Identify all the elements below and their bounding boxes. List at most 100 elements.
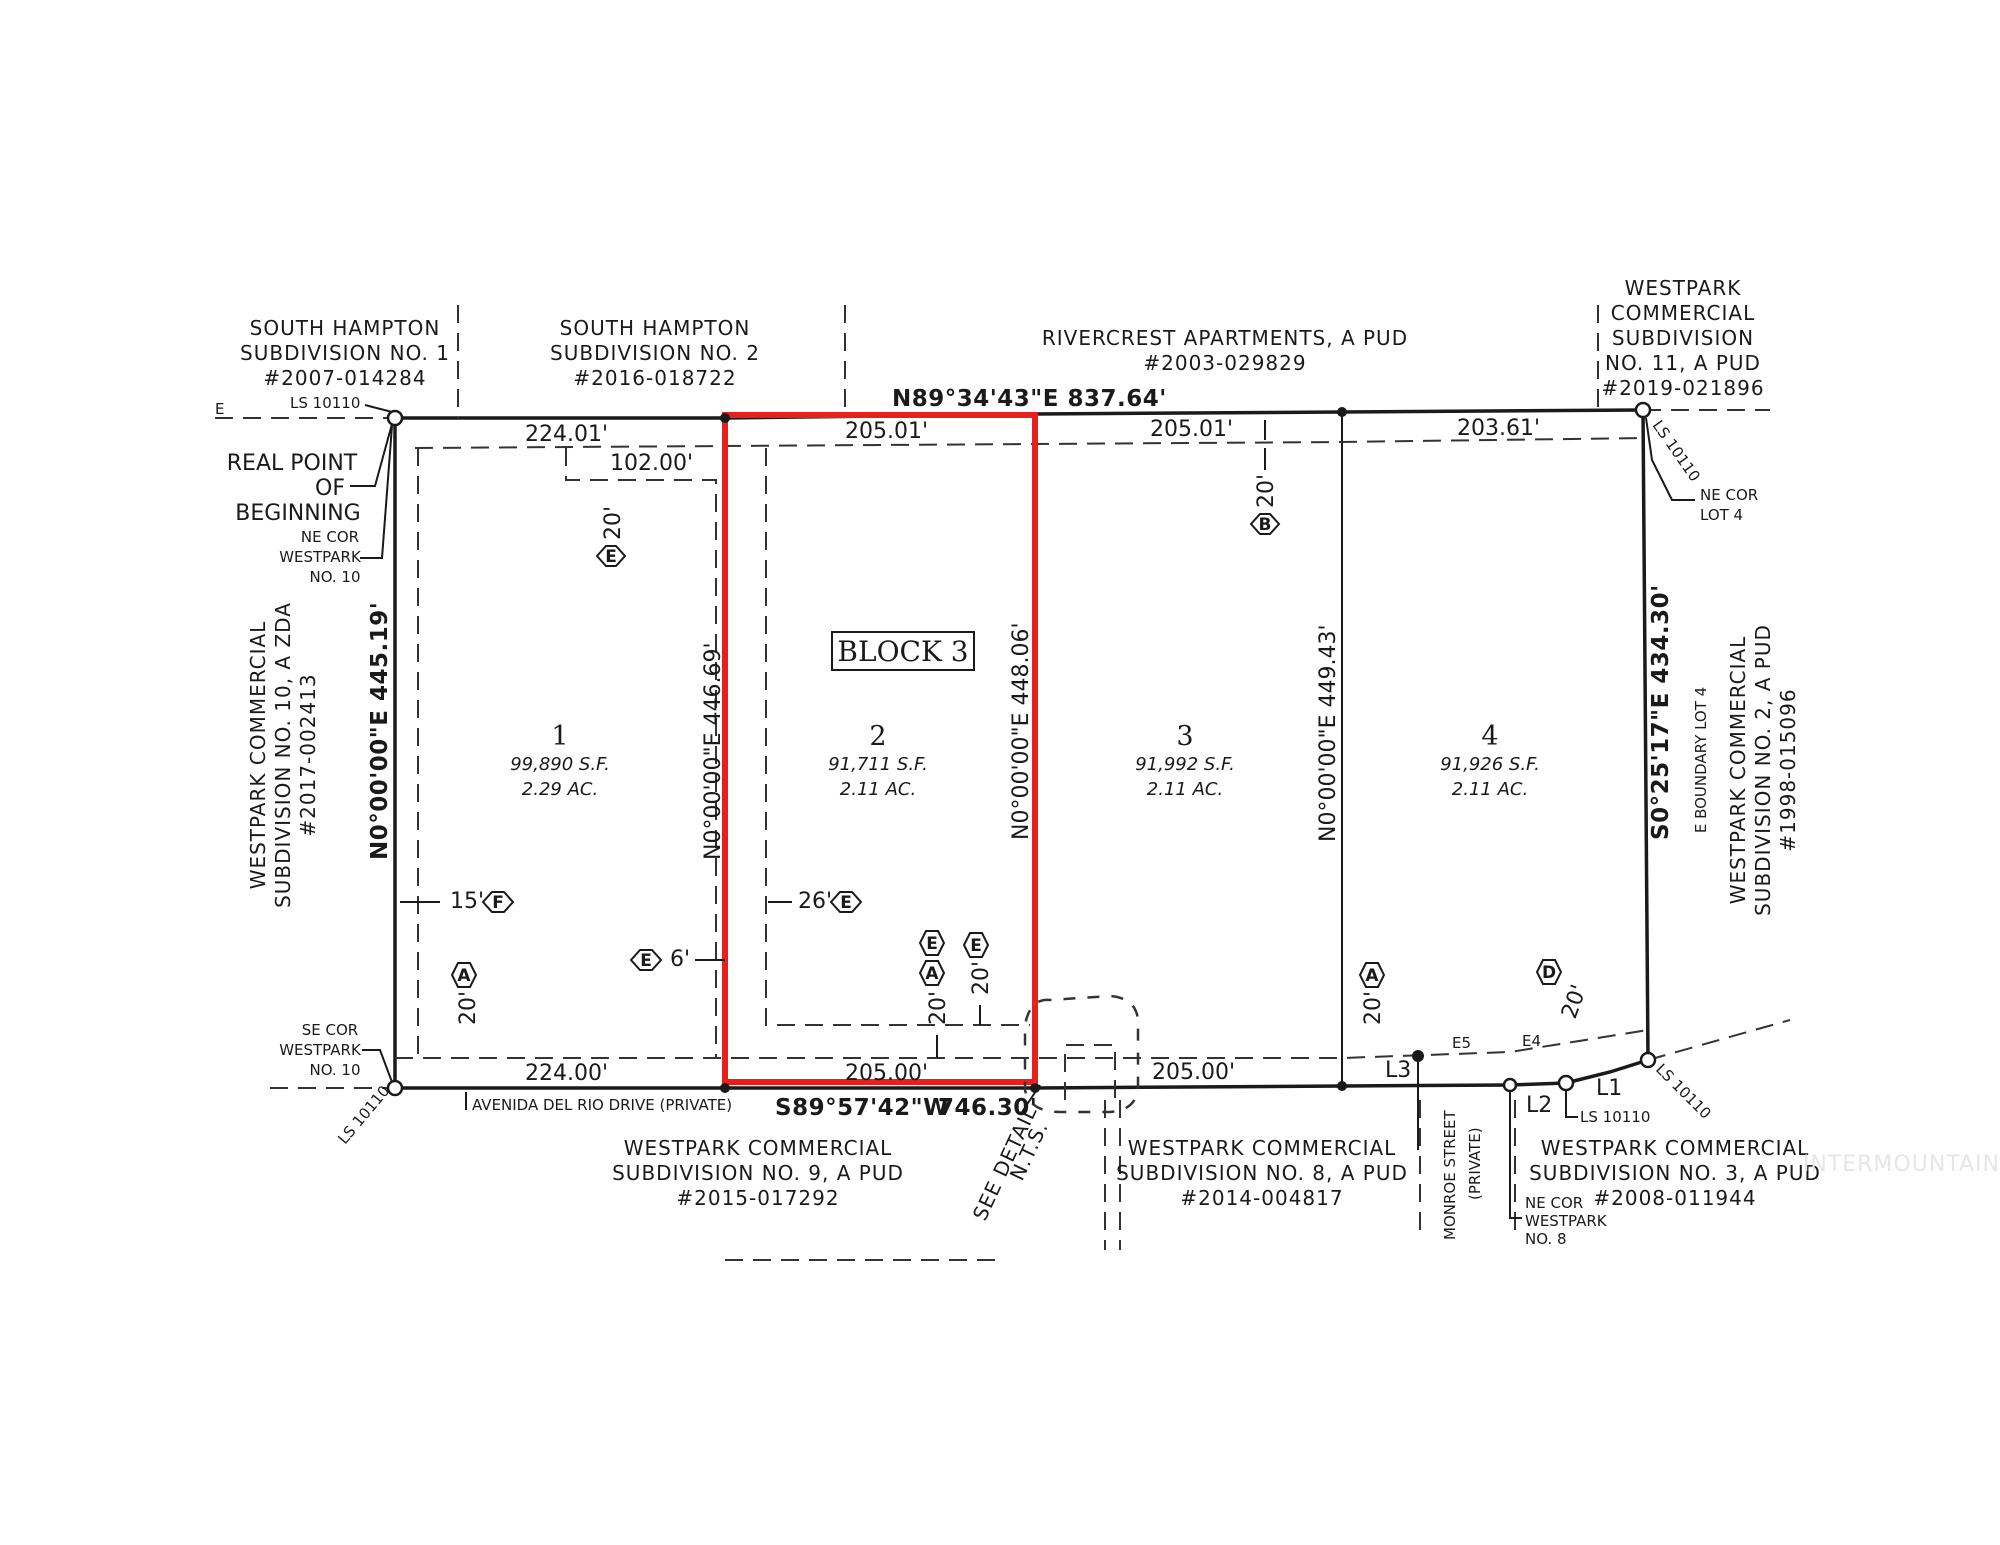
dist-a20c: 20' bbox=[1361, 991, 1386, 1025]
dist-b20: 20' bbox=[1254, 474, 1279, 508]
curve-l3: L3 bbox=[1385, 1058, 1411, 1083]
wp3-line1: WESTPARK COMMERCIAL bbox=[1541, 1136, 1810, 1160]
wp10-line3: #2017-002413 bbox=[296, 673, 320, 836]
hexagon-icon bbox=[918, 960, 946, 986]
wp3-line3: #2008-011944 bbox=[1593, 1186, 1756, 1210]
eboundary-label: E BOUNDARY LOT 4 bbox=[1692, 687, 1710, 833]
leader-rpob bbox=[350, 423, 393, 487]
lot-3: 3 91,992 S.F. 2.11 AC. bbox=[1135, 721, 1235, 800]
hexagon-icon bbox=[595, 545, 627, 567]
wp8-line1: WESTPARK COMMERCIAL bbox=[1128, 1136, 1397, 1160]
label-south-hampton-1: SOUTH HAMPTON SUBDIVISION NO. 1 #2007-01… bbox=[240, 316, 449, 390]
lot-4: 4 91,926 S.F. 2.11 AC. bbox=[1440, 721, 1540, 800]
adjoining-lines bbox=[215, 305, 1791, 1261]
wp9-line1: WESTPARK COMMERCIAL bbox=[624, 1136, 893, 1160]
code-a-1: A bbox=[450, 962, 478, 988]
label-westpark-8: WESTPARK COMMERCIAL SUBDIVISION NO. 8, A… bbox=[1116, 1136, 1407, 1210]
rpob-line3: BEGINNING bbox=[235, 501, 360, 526]
hexagon-icon bbox=[962, 932, 990, 958]
code-e-3-label: E bbox=[640, 951, 652, 971]
ext-line-se bbox=[1647, 1019, 1791, 1061]
hexagon-icon bbox=[450, 962, 478, 988]
south-curve-line bbox=[1509, 1058, 1649, 1087]
west-bearing: N0°00'00"E 445.19' bbox=[367, 602, 393, 860]
code-e-4: E bbox=[918, 930, 946, 956]
monument-5 bbox=[1337, 1081, 1347, 1091]
dist-s1: 224.00' bbox=[525, 1061, 608, 1086]
lot-2-area-ac: 2.11 AC. bbox=[840, 779, 916, 800]
code-e-2: E bbox=[829, 891, 863, 913]
monument-2 bbox=[1337, 407, 1347, 417]
sh2-line3: #2016-018722 bbox=[573, 366, 736, 390]
hexagon-icon bbox=[1358, 962, 1386, 988]
hexagon-icon bbox=[629, 949, 663, 971]
ls-ne: LS 10110 bbox=[1649, 417, 1704, 485]
block-label: BLOCK 3 bbox=[837, 635, 968, 668]
dist-a20a: 20' bbox=[456, 991, 481, 1025]
pin-sw bbox=[386, 1079, 404, 1097]
necor-wp8-line1: NE COR bbox=[1525, 1194, 1583, 1212]
wp11-line5: #2019-021896 bbox=[1601, 376, 1764, 400]
necor-wp8-line3: NO. 8 bbox=[1525, 1230, 1567, 1248]
label-rivercrest: RIVERCREST APARTMENTS, A PUD #2003-02982… bbox=[1042, 326, 1407, 375]
label-westpark-2: WESTPARK COMMERCIAL SUBDIVISION NO. 2, A… bbox=[1726, 624, 1800, 916]
pin-se bbox=[1639, 1051, 1657, 1069]
lot-3-area-sf: 91,992 S.F. bbox=[1135, 754, 1235, 775]
see-detail-circle bbox=[1023, 994, 1140, 1114]
dist-a20b: 20' bbox=[926, 991, 951, 1025]
leader-see-detail bbox=[1021, 1084, 1041, 1113]
code-e-1: E bbox=[595, 545, 627, 567]
code-a-3: A bbox=[1358, 962, 1386, 988]
code-a-2: A bbox=[918, 960, 946, 986]
ls-l1: LS 10110 bbox=[1580, 1108, 1650, 1126]
monument-3 bbox=[720, 1083, 730, 1093]
code-f-label: F bbox=[492, 893, 504, 913]
secor-wp10-line1: SE COR bbox=[302, 1021, 358, 1039]
leader-ls-nw bbox=[364, 404, 393, 413]
dist-n3: 205.01' bbox=[1150, 417, 1233, 442]
curve-l1: L1 bbox=[1596, 1076, 1622, 1101]
pin-nw bbox=[386, 409, 404, 427]
code-a-3-label: A bbox=[1365, 966, 1379, 986]
lot-2-area-sf: 91,711 S.F. bbox=[828, 754, 928, 775]
necor-wp10-line2: WESTPARK bbox=[279, 548, 362, 566]
hexagon-icon bbox=[918, 930, 946, 956]
wp2-line2: SUBDIVISION NO. 2, A PUD bbox=[1751, 624, 1775, 916]
lot-2-number: 2 bbox=[869, 721, 886, 752]
ls-sw: LS 10110 bbox=[334, 1082, 393, 1147]
watermark: INTERMOUNTAIN bbox=[1802, 1152, 2000, 1177]
monument-1 bbox=[720, 413, 730, 423]
curve-l2: L2 bbox=[1526, 1093, 1552, 1118]
sh2-line2: SUBDIVISION NO. 2 bbox=[550, 341, 760, 365]
secor-wp10-line3: NO. 10 bbox=[309, 1061, 360, 1079]
label-westpark-3: WESTPARK COMMERCIAL SUBDIVISION NO. 3, A… bbox=[1529, 1136, 1820, 1210]
south-distance: 746.30' bbox=[938, 1095, 1037, 1121]
wp10-line2: SUBDIVISION NO. 10, A ZDA bbox=[271, 602, 295, 908]
e-mark-nw: E bbox=[215, 400, 224, 418]
label-westpark-11: WESTPARK COMMERCIAL SUBDIVISION NO. 11, … bbox=[1601, 276, 1764, 400]
rpob-line2: OF bbox=[315, 476, 345, 501]
necor-lot4-line1: NE COR bbox=[1700, 486, 1758, 504]
dist-e6: 6' bbox=[670, 947, 690, 972]
label-westpark-9: WESTPARK COMMERCIAL SUBDIVISION NO. 9, A… bbox=[612, 1136, 903, 1210]
dist-e20a: 20' bbox=[601, 506, 626, 540]
necor-wp10-line1: NE COR bbox=[301, 528, 359, 546]
code-a-1-label: A bbox=[457, 966, 471, 986]
lot-3-number: 3 bbox=[1176, 721, 1193, 752]
necor-wp8-line2: WESTPARK bbox=[1525, 1212, 1608, 1230]
code-e-2-label: E bbox=[840, 893, 852, 913]
dist-n4: 203.61' bbox=[1457, 416, 1540, 441]
leader-necor-lot4 bbox=[1645, 417, 1695, 501]
block-label-box bbox=[831, 631, 975, 671]
dist-e102: 102.00' bbox=[610, 451, 693, 476]
hexagon-icon bbox=[829, 891, 863, 913]
necor-lot4-line2: LOT 4 bbox=[1700, 506, 1743, 524]
code-b-label: B bbox=[1259, 515, 1272, 535]
sh2-line1: SOUTH HAMPTON bbox=[560, 316, 751, 340]
lot34-bearing: N0°00'00"E 449.43' bbox=[1316, 624, 1341, 842]
wp11-line2: COMMERCIAL bbox=[1611, 301, 1755, 325]
lot23-bearing: N0°00'00"E 448.06' bbox=[1009, 622, 1034, 840]
easement-box-lot1 bbox=[565, 448, 717, 1058]
leader-secor-wp10 bbox=[362, 1049, 393, 1083]
lot-2: 2 91,711 S.F. 2.11 AC. bbox=[828, 721, 928, 800]
